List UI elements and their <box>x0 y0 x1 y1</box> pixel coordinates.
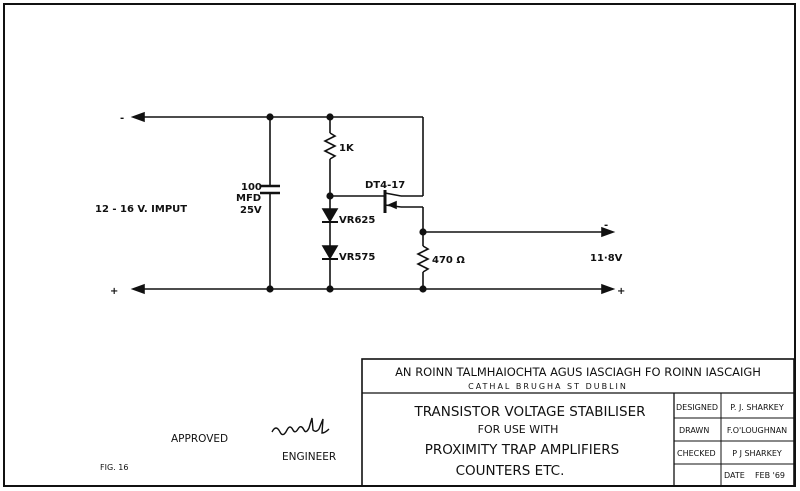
junction-dot <box>419 285 427 293</box>
resistor-470 <box>416 245 430 273</box>
drawing-title-line2: FOR USE WITH <box>478 423 559 436</box>
resistor-1k <box>323 132 337 160</box>
junction-dot <box>326 285 334 293</box>
department-address: CATHAL BRUGHA ST DUBLIN <box>468 382 628 391</box>
figure-label: FIG. 16 <box>100 463 128 472</box>
capacitor-value-line1: 100 <box>241 182 262 193</box>
output-plus-sign: + <box>617 286 625 297</box>
resistor-470-label: 470 Ω <box>432 255 465 266</box>
date-label: DATE <box>724 471 745 480</box>
approved-label: APPROVED <box>171 433 228 445</box>
output-voltage-label: 11·8V <box>590 253 623 264</box>
designed-label: DESIGNED <box>676 403 718 412</box>
zener-vr575-label: VR575 <box>339 252 375 263</box>
junction-dot <box>326 192 334 200</box>
zener-vr625-symbol <box>321 208 339 223</box>
zener-vr625-label: VR625 <box>339 215 375 226</box>
date-value: FEB '69 <box>755 471 785 480</box>
resistor-1k-label: 1K <box>339 143 355 154</box>
junction-dot <box>326 113 334 121</box>
drawn-label: DRAWN <box>679 426 709 435</box>
checked-value: P J SHARKEY <box>732 449 782 458</box>
transistor-collector <box>384 192 402 197</box>
designed-value: P. J. SHARKEY <box>730 403 784 412</box>
junction-dot <box>266 285 274 293</box>
title-block <box>361 358 795 487</box>
drawn-value: F.O'LOUGHNAN <box>727 426 787 435</box>
junction-dot <box>419 228 427 236</box>
title-block-frame <box>361 358 795 487</box>
transistor-emitter-arrow <box>386 200 397 210</box>
zener-vr575-symbol <box>321 245 339 260</box>
transistor-label: DT4-17 <box>365 180 405 191</box>
checked-label: CHECKED <box>677 449 716 458</box>
input-minus-sign: - <box>120 113 124 124</box>
department-name: AN ROINN TALMHAIOCHTA AGUS IASCIAGH FO R… <box>395 365 761 379</box>
drawing-title-line3: PROXIMITY TRAP AMPLIFIERS <box>425 442 619 458</box>
input-voltage-label: 12 - 16 V. IMPUT <box>95 204 187 215</box>
engineer-label: ENGINEER <box>282 451 336 463</box>
engineer-signature <box>271 417 330 436</box>
junction-dot <box>266 113 274 121</box>
drawing-title-line4: COUNTERS ETC. <box>456 463 565 479</box>
positive-input-arrow <box>130 283 145 295</box>
output-negative-arrow <box>601 226 616 238</box>
capacitor-value-line2: MFD <box>236 193 261 204</box>
sheet-border <box>3 3 796 487</box>
schematic <box>130 111 616 295</box>
positive-output-arrow <box>601 283 616 295</box>
negative-input-arrow <box>130 111 145 123</box>
drawing-title-line1: TRANSISTOR VOLTAGE STABILISER <box>413 404 645 420</box>
output-minus-sign: - <box>604 220 608 231</box>
capacitor-value-line3: 25V <box>240 205 262 216</box>
input-plus-sign: + <box>110 286 118 297</box>
